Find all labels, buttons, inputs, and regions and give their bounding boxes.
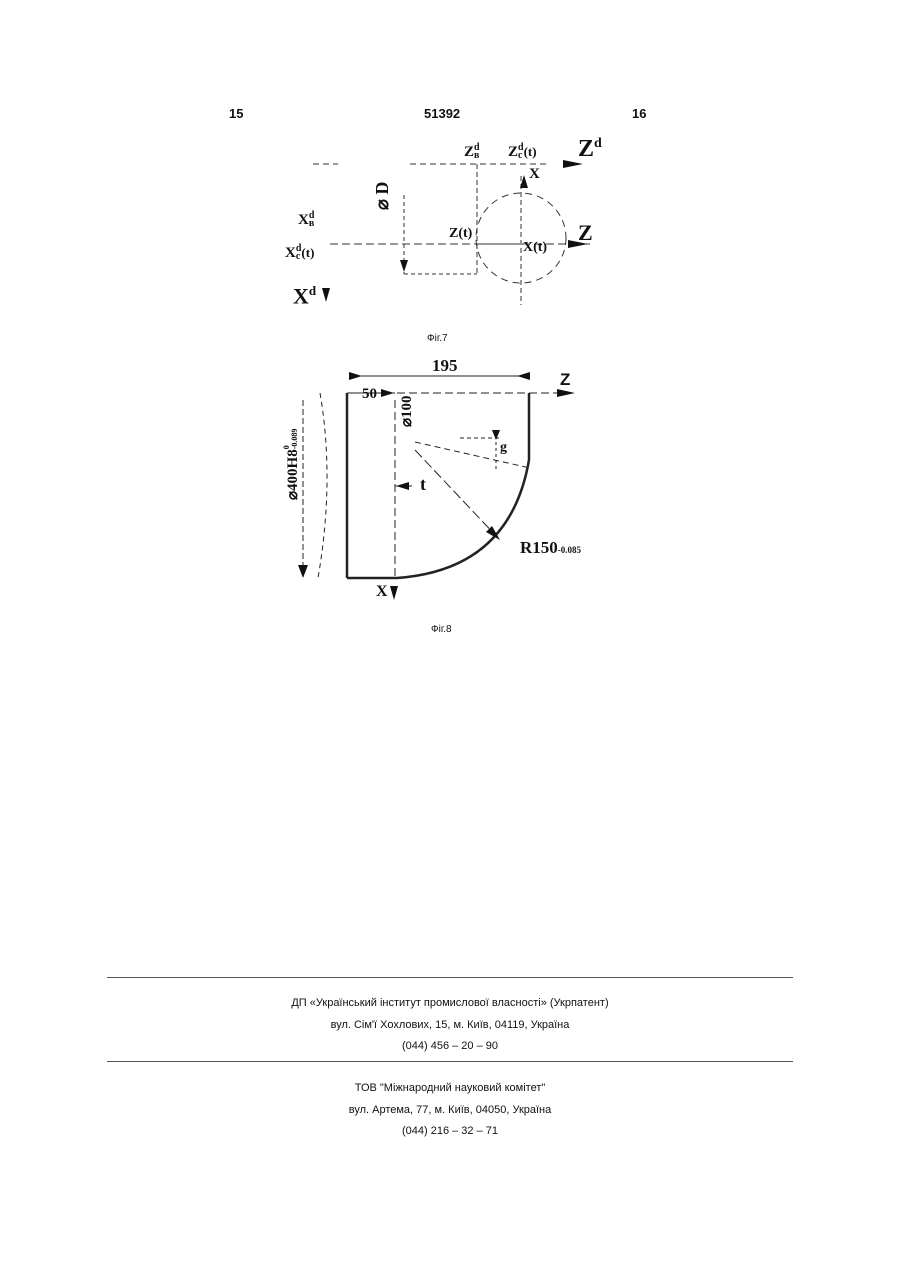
fig8-radius-line (415, 450, 500, 540)
fig8-left-contour (318, 393, 327, 578)
dim-arrow-right-icon (517, 372, 530, 380)
fig8-label-195: 195 (432, 356, 458, 376)
dim-arrow-left-icon (349, 372, 362, 380)
fig8-label-angle-g: g (500, 440, 507, 456)
fig8-label-r150: R150-0.085 (520, 538, 581, 558)
dim-50-arrow-icon (381, 389, 394, 397)
footer-block-committee: ТОВ "Міжнародний науковий комітет" вул. … (0, 1078, 900, 1143)
x-down-arrow-icon (390, 586, 398, 600)
footer-rule-middle (107, 1061, 793, 1062)
diam-400-arrow-icon (298, 565, 308, 578)
fig8-caption: Фіг.8 (431, 624, 452, 635)
fig8-label-50: 50 (362, 386, 377, 403)
fig8-label-diam-100: ⌀100 (397, 367, 416, 427)
footer-line: ТОВ "Міжнародний науковий комітет" (0, 1078, 900, 1100)
fig8-label-t: t (420, 474, 426, 495)
footer-line: (044) 216 – 32 – 71 (0, 1121, 900, 1143)
footer-rule-top (107, 977, 793, 978)
footer-line: (044) 456 – 20 – 90 (0, 1036, 900, 1058)
fig8-arc-r150 (397, 460, 529, 578)
footer-line: ДП «Український інститут промислової вла… (0, 993, 900, 1015)
t-arrow-icon (396, 482, 409, 490)
fig8-label-x-axis: X (376, 583, 388, 601)
fig8-angle-line-1 (415, 442, 530, 468)
z-arrow-icon (557, 389, 575, 397)
footer-line: вул. Артема, 77, м. Київ, 04050, Україна (0, 1100, 900, 1122)
footer-line: вул. Сім'ї Хохлових, 15, м. Київ, 04119,… (0, 1015, 900, 1037)
footer-block-ukrpatent: ДП «Український інститут промислової вла… (0, 993, 900, 1058)
fig8-label-diam-400: ⌀400H80-0.089 (283, 380, 302, 500)
fig8-label-z-axis: Z (560, 370, 570, 390)
